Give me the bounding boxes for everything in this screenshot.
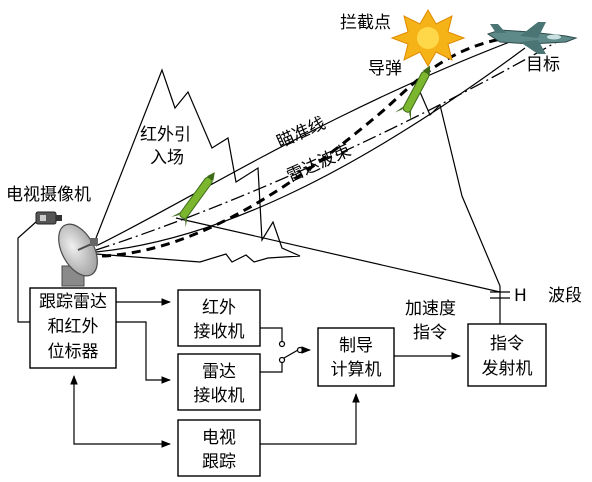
guidance-computer-line1: 制导 (339, 336, 373, 356)
radar-receiver-output-line (260, 362, 283, 373)
aim-line (95, 39, 561, 251)
h-band-zigzag (419, 91, 501, 287)
missile-upper-icon (394, 65, 431, 121)
ir-receiver-box (177, 289, 261, 347)
radar-receiver-line1: 雷达 (202, 362, 236, 382)
guidance-computer-line2: 计算机 (331, 360, 382, 380)
radar-link-line (175, 217, 501, 293)
radar-receiver-line2: 接收机 (194, 386, 245, 406)
missile-label: 导弹 (368, 59, 402, 79)
missile-trajectory (101, 34, 521, 258)
switch-contact-bottom (278, 356, 286, 364)
command-transmitter-line2: 发射机 (482, 359, 533, 379)
explosion-core-icon (417, 27, 439, 49)
ir-field-zigzag (95, 68, 301, 263)
target-jet-icon (486, 22, 578, 54)
switch-pivot (296, 346, 304, 354)
h-band-letter: H (514, 286, 527, 306)
tracking-radar-line2: 和红外 (48, 317, 99, 337)
tracker-to-radar-arrow (116, 321, 171, 384)
tv-camera-icon (35, 211, 62, 225)
radar-beam-upper-edge (95, 37, 521, 247)
tracking-radar-line3: 位标器 (48, 342, 99, 362)
ir-receiver-output-line (260, 327, 283, 342)
tv-tracking-line1: 电视 (202, 428, 236, 448)
switch-contact-top (278, 340, 286, 348)
ir-lead-in-label-line1: 红外引 (140, 125, 191, 145)
camera-to-tracker-line (17, 221, 37, 323)
ir-receiver-line2: 接收机 (194, 322, 245, 342)
tracking-radar-box (29, 287, 117, 369)
ir-receiver-line1: 红外 (202, 298, 236, 318)
tv-tracking-box (177, 419, 261, 477)
command-transmitter-line1: 指令 (490, 334, 524, 354)
band-label: 波段 (548, 286, 582, 306)
tv-camera-label: 电视摄像机 (6, 185, 91, 205)
radar-receiver-box (177, 353, 261, 411)
guidance-computer-box (317, 327, 395, 387)
acceleration-cmd-line1: 加速度 (405, 299, 456, 319)
intercept-point-label: 拦截点 (340, 13, 391, 33)
radar-antenna-icon (58, 223, 98, 287)
tracker-to-tv-arrow (70, 375, 171, 448)
tv-tracking-line2: 跟踪 (202, 452, 236, 472)
tracking-radar-line1: 跟踪雷达 (39, 292, 107, 312)
switch-blade (283, 349, 299, 359)
command-transmitter-box (467, 323, 547, 387)
missile-lower-icon (171, 172, 215, 228)
aim-line-label: 瞄准线 (274, 114, 329, 153)
acceleration-cmd-line2: 指令 (413, 323, 447, 343)
tv-to-computer-arrow (260, 393, 360, 445)
ir-lead-in-label-line2: 入场 (150, 148, 184, 168)
target-label: 目标 (526, 55, 560, 75)
